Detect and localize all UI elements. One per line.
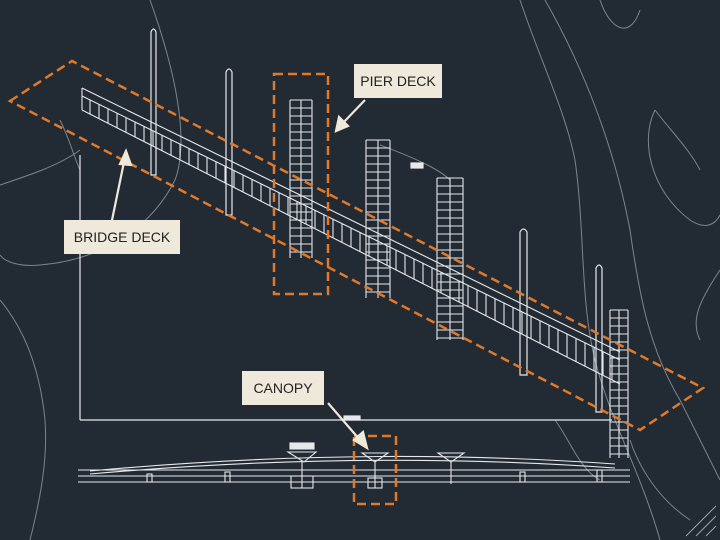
contour-line [59, 119, 81, 171]
contour-line [654, 109, 701, 171]
callout-box [354, 64, 442, 98]
contour-line [554, 419, 601, 481]
highlight-outlines [7, 59, 706, 506]
pier-deck-arrowhead [334, 114, 350, 133]
bridge-deck-arrow-line [109, 161, 126, 226]
baseline-frame [79, 155, 612, 421]
column-outlines [150, 28, 603, 413]
pier-deck-tower [436, 177, 464, 340]
canopy-top-plate [289, 442, 315, 450]
pier-deck-tower [365, 139, 391, 298]
bridge-deck-arrowhead [118, 148, 133, 167]
contour-line [0, 0, 182, 266]
callout-box [64, 220, 180, 254]
contour-line [0, 299, 47, 540]
canopy-highlight [352, 434, 398, 506]
canopy-label: CANOPY [253, 380, 313, 396]
callout-canopy: CANOPY [242, 371, 324, 405]
canopy-tree-support [436, 452, 466, 484]
pier-deck-tower [609, 309, 629, 458]
column-outline [150, 28, 157, 176]
contour-line [629, 439, 691, 521]
column-outline [225, 68, 233, 216]
deck-ribs [89, 99, 613, 380]
dimension-marker [343, 415, 361, 421]
contour-line [0, 149, 81, 186]
canopy-tree-support [360, 452, 390, 489]
canopy-arrow-line [327, 402, 361, 441]
callout-pier-deck: PIER DECK [354, 64, 442, 98]
support-post [146, 473, 153, 483]
support-post [519, 471, 526, 483]
deck-edge-top [81, 87, 621, 353]
canopy-arrowhead [352, 429, 369, 451]
canopy-roof-arc [89, 455, 616, 472]
contour-line [599, 0, 641, 29]
pier-deck-tower [289, 99, 313, 258]
canopy-branch [360, 452, 390, 463]
canopy-branch [436, 452, 466, 463]
canopy-branch [286, 451, 318, 463]
pier-deck-label: PIER DECK [360, 73, 436, 89]
callout-arrows [109, 99, 369, 451]
pier-deck-highlight [272, 72, 330, 296]
dimension-marker [410, 162, 424, 169]
contour-line [519, 0, 661, 540]
callout-bridge-deck: BRIDGE DECK [64, 220, 180, 254]
canopy-roof-arc [89, 459, 616, 475]
canopy-base [367, 477, 383, 489]
support-post [224, 471, 231, 483]
pier-deck-structures [289, 99, 629, 458]
contour-line [695, 269, 720, 341]
corner-grip-icon [685, 505, 717, 537]
bridge-deck-highlight [7, 59, 706, 432]
canopy-base [290, 475, 314, 489]
callout-box [242, 371, 324, 405]
bridge-deck-structure [81, 87, 621, 385]
column-outline [595, 264, 603, 413]
column-outline [519, 228, 528, 376]
bridge-deck-label: BRIDGE DECK [74, 229, 171, 245]
contour-line [544, 0, 720, 481]
contour-line [648, 109, 720, 226]
canopy-tree-support [286, 442, 318, 489]
support-post [596, 469, 603, 483]
pier-deck-arrow-line [341, 99, 366, 125]
